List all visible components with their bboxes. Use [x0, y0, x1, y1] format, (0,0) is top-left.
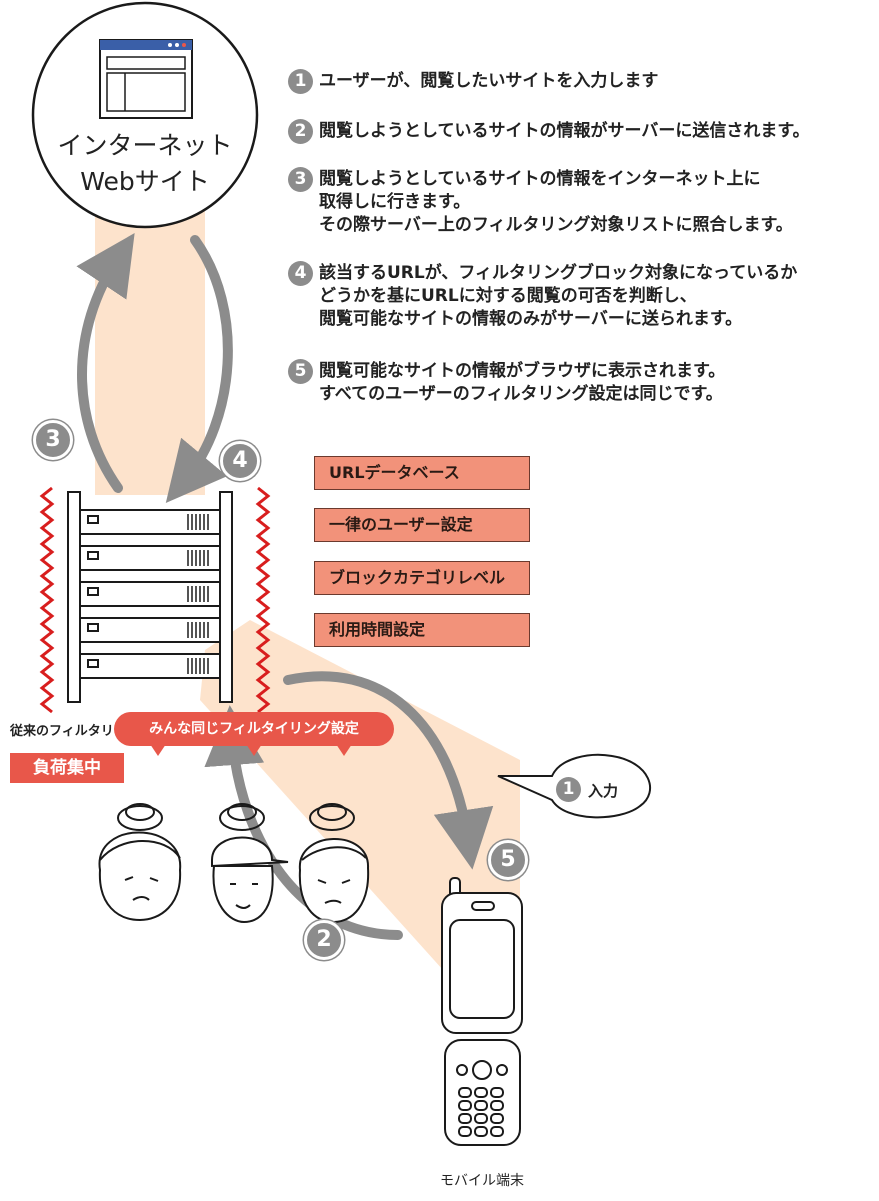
keypad-key	[474, 1126, 488, 1137]
same-filter-settings-banner: みんな同じフィルタイリング設定	[114, 712, 394, 746]
step-5: 5 閲覧可能なサイトの情報がブラウザに表示されます。 すべてのユーザーのフィルタ…	[288, 359, 726, 406]
setting-uniform-user: 一律のユーザー設定	[314, 508, 530, 542]
input-bubble: 1	[556, 777, 587, 802]
keypad-key	[458, 1087, 472, 1098]
internet-label-line1: インターネット	[57, 131, 233, 160]
arrow-2-mobile-to-server	[204, 705, 403, 940]
keypad-key	[490, 1113, 504, 1124]
badge-step-4: 4	[220, 441, 260, 481]
setting-url-database: URLデータベース	[314, 456, 530, 490]
badge-step-2: 2	[304, 920, 344, 960]
user-face-3	[298, 803, 370, 924]
keypad-key	[490, 1100, 504, 1111]
user-face-1	[98, 803, 182, 922]
mobile-phone-icon	[441, 877, 523, 1146]
mobile-caption: モバイル端末	[440, 1173, 524, 1189]
step-number: 2	[288, 119, 313, 144]
keypad-key	[458, 1113, 472, 1124]
step-text: 閲覧しようとしているサイトの情報がサーバーに送信されます。	[319, 121, 810, 141]
load-zigzag-left	[39, 486, 55, 714]
step-number: 5	[288, 359, 313, 384]
step-1: 1 ユーザーが、閲覧したいサイトを入力します	[288, 69, 659, 94]
badge-step-5: 5	[488, 840, 528, 880]
server-unit	[79, 617, 221, 643]
step-number: 4	[288, 261, 313, 286]
step-text: 閲覧可能なサイトの情報がブラウザに表示されます。 すべてのユーザーのフィルタリン…	[319, 361, 726, 404]
keypad-key	[458, 1126, 472, 1137]
step-2: 2 閲覧しようとしているサイトの情報がサーバーに送信されます。	[288, 119, 810, 144]
load-zigzag-right	[255, 486, 271, 714]
keypad-key	[474, 1113, 488, 1124]
step-4: 4 該当するURLが、フィルタリングブロック対象になっているか どうかを基にUR…	[288, 261, 798, 331]
users-group	[98, 803, 370, 924]
server-unit	[79, 581, 221, 607]
keypad-key	[490, 1126, 504, 1137]
step-text: 該当するURLが、フィルタリングブロック対象になっているか どうかを基にURLに…	[319, 263, 798, 329]
step-3: 3 閲覧しようとしているサイトの情報をインターネット上に 取得しに行きます。 そ…	[288, 167, 793, 237]
keypad-key	[458, 1100, 472, 1111]
internet-label-line2: Webサイト	[80, 167, 210, 196]
badge-step-3: 3	[33, 420, 73, 460]
step-number: 3	[288, 167, 313, 192]
banner-pointers	[150, 744, 352, 756]
user-face-2	[211, 803, 289, 924]
keypad-key	[474, 1087, 488, 1098]
arrow-5-server-to-mobile	[283, 671, 494, 870]
keypad-key	[474, 1100, 488, 1111]
server-rack	[67, 491, 233, 703]
arrow-3-server-to-internet	[76, 233, 135, 493]
step-number: 1	[556, 777, 581, 802]
load-concentration-badge: 負荷集中	[10, 753, 124, 783]
browser-window-icon	[99, 39, 193, 119]
setting-block-category-level: ブロックカテゴリレベル	[314, 561, 530, 595]
arrow-4-internet-to-server	[165, 235, 233, 504]
internet-site-node	[31, 1, 259, 229]
server-unit	[79, 653, 221, 679]
setting-usage-time: 利用時間設定	[314, 613, 530, 647]
server-unit	[79, 545, 221, 571]
step-text: 閲覧しようとしているサイトの情報をインターネット上に 取得しに行きます。 その際…	[319, 169, 793, 235]
input-label: 入力	[588, 782, 619, 800]
server-unit	[79, 509, 221, 535]
keypad-key	[490, 1087, 504, 1098]
step-text: ユーザーが、閲覧したいサイトを入力します	[319, 71, 659, 91]
step-number: 1	[288, 69, 313, 94]
